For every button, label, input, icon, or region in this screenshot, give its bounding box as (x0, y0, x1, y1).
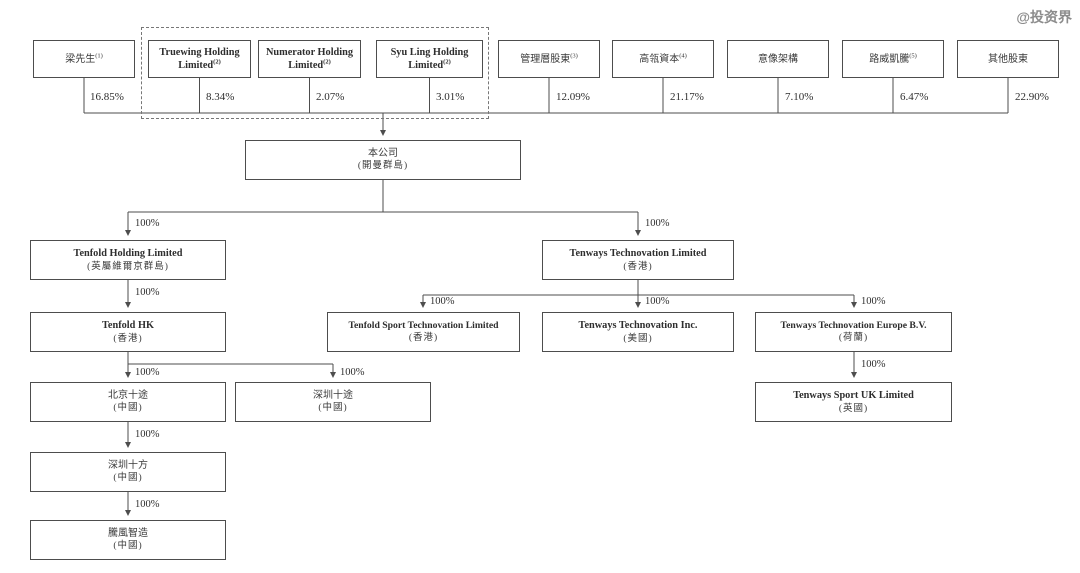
footnote-superscript: (4) (679, 52, 687, 60)
subsidiary-name: 騰風智造 (108, 528, 148, 540)
watermark: @投资界 (1016, 9, 1072, 25)
shareholder-name: 意像架構 (758, 53, 798, 65)
subsidiary-box-shenzhen-shitu: 深圳十途 (中國) (235, 382, 431, 422)
shareholder-box-management: 管理層股東(3) (498, 40, 600, 78)
shareholding-percent: 6.47% (900, 91, 929, 103)
ownership-percent-label: 100% (430, 296, 455, 307)
shareholder-label: 路威凱騰(5) (867, 52, 919, 66)
shareholder-label: 高瓴資本(4) (637, 52, 689, 66)
footnote-superscript: (3) (570, 52, 578, 60)
ownership-percent-label: 100% (861, 296, 886, 307)
shareholder-box-numerator: Numerator Holding Limited(2) (258, 40, 361, 78)
subsidiary-name: 北京十途 (108, 390, 148, 402)
shareholder-name: Numerator Holding Limited (265, 46, 354, 71)
ownership-percent-label: 100% (135, 499, 160, 510)
subsidiary-jurisdiction: (荷蘭) (838, 333, 869, 344)
shareholding-percent: 7.10% (785, 91, 814, 103)
ownership-percent-label: 100% (135, 429, 160, 440)
shareholding-percent: 22.90% (1015, 91, 1049, 103)
footnote-superscript: (5) (909, 52, 917, 60)
subsidiary-box-tenfold-hk: Tenfold HK (香港) (30, 312, 226, 352)
subsidiary-jurisdiction: (中國) (113, 473, 143, 484)
shareholder-label: Syu Ling Holding Limited(2) (377, 46, 482, 73)
subsidiary-box-tenways-europe: Tenways Technovation Europe B.V. (荷蘭) (755, 312, 952, 352)
shareholder-box-luwei-kaiteng: 路威凱騰(5) (842, 40, 944, 78)
subsidiary-name: Tenfold HK (102, 320, 154, 332)
shareholder-label: 管理層股東(3) (518, 52, 580, 66)
shareholder-label: 意像架構 (756, 53, 800, 66)
shareholding-percent: 2.07% (316, 91, 345, 103)
subsidiary-name: Tenfold Sport Technovation Limited (348, 319, 499, 331)
shareholding-percent: 8.34% (206, 91, 235, 103)
subsidiary-name: Tenways Sport UK Limited (793, 390, 914, 402)
shareholder-box-other: 其他股東 (957, 40, 1059, 78)
shareholder-name: Syu Ling Holding Limited (390, 46, 469, 71)
footnote-superscript: (1) (95, 52, 103, 60)
subsidiary-jurisdiction: (中國) (318, 403, 348, 414)
shareholding-percent: 16.85% (90, 91, 124, 103)
subsidiary-name: Tenfold Holding Limited (73, 248, 183, 260)
subsidiary-name: Tenways Technovation Europe B.V. (780, 319, 927, 331)
company-jurisdiction: (開曼群島) (357, 161, 409, 172)
subsidiary-box-tenways-uk: Tenways Sport UK Limited (英國) (755, 382, 952, 422)
shareholder-label: Truewing Holding Limited(2) (149, 46, 250, 73)
shareholder-name: 高瓴資本 (639, 53, 680, 65)
footnote-superscript: (2) (443, 58, 451, 66)
ownership-percent-label: 100% (645, 218, 670, 229)
subsidiary-jurisdiction: (英國) (838, 403, 869, 414)
shareholder-box-mr-liang: 梁先生(1) (33, 40, 135, 78)
subsidiary-jurisdiction: (香港) (408, 333, 439, 344)
subsidiary-jurisdiction: (香港) (113, 333, 143, 344)
ownership-percent-label: 100% (135, 367, 160, 378)
subsidiary-box-shenzhen-shifang: 深圳十方 (中國) (30, 452, 226, 492)
company-name: 本公司 (368, 148, 398, 160)
shareholder-name: Truewing Holding Limited (159, 46, 240, 71)
subsidiary-jurisdiction: (中國) (113, 403, 143, 414)
shareholder-label: 其他股東 (986, 53, 1030, 66)
footnote-superscript: (2) (213, 58, 221, 66)
ownership-percent-label: 100% (340, 367, 365, 378)
shareholder-label: 梁先生(1) (63, 52, 105, 66)
shareholder-name: 其他股東 (988, 53, 1028, 65)
shareholder-name: 路威凱騰 (869, 53, 910, 65)
subsidiary-box-tenfold-holding: Tenfold Holding Limited (英屬維爾京群島) (30, 240, 226, 280)
shareholder-box-hillhouse: 高瓴資本(4) (612, 40, 714, 78)
subsidiary-jurisdiction: (香港) (623, 261, 653, 272)
footnote-superscript: (2) (323, 58, 331, 66)
subsidiary-name: Tenways Technovation Limited (569, 248, 707, 260)
subsidiary-name: 深圳十方 (108, 460, 148, 472)
company-box: 本公司 (開曼群島) (245, 140, 521, 180)
shareholder-box-truewing: Truewing Holding Limited(2) (148, 40, 251, 78)
ownership-percent-label: 100% (645, 296, 670, 307)
subsidiary-box-tengfeng-zhizao: 騰風智造 (中國) (30, 520, 226, 560)
shareholder-label: Numerator Holding Limited(2) (259, 46, 360, 73)
subsidiary-box-tenways-technovation: Tenways Technovation Limited (香港) (542, 240, 734, 280)
shareholding-percent: 12.09% (556, 91, 590, 103)
shareholding-percent: 3.01% (436, 91, 465, 103)
subsidiary-name: Tenways Technovation Inc. (578, 320, 698, 332)
subsidiary-box-tenways-inc: Tenways Technovation Inc. (美國) (542, 312, 734, 352)
subsidiary-jurisdiction: (美國) (623, 333, 653, 344)
shareholder-name: 管理層股東 (520, 53, 571, 65)
holdings-dashed-group (141, 27, 489, 119)
shareholder-name: 梁先生 (65, 53, 96, 65)
subsidiary-name: 深圳十途 (313, 390, 353, 402)
subsidiary-box-tenfold-sport: Tenfold Sport Technovation Limited (香港) (327, 312, 520, 352)
subsidiary-jurisdiction: (中國) (113, 541, 143, 552)
ownership-percent-label: 100% (135, 287, 160, 298)
ownership-percent-label: 100% (135, 218, 160, 229)
shareholding-percent: 21.17% (670, 91, 704, 103)
subsidiary-box-beijing-shitu: 北京十途 (中國) (30, 382, 226, 422)
shareholder-box-yixiang: 意像架構 (727, 40, 829, 78)
shareholder-box-syu-ling: Syu Ling Holding Limited(2) (376, 40, 483, 78)
subsidiary-jurisdiction: (英屬維爾京群島) (87, 261, 169, 272)
ownership-percent-label: 100% (861, 359, 886, 370)
